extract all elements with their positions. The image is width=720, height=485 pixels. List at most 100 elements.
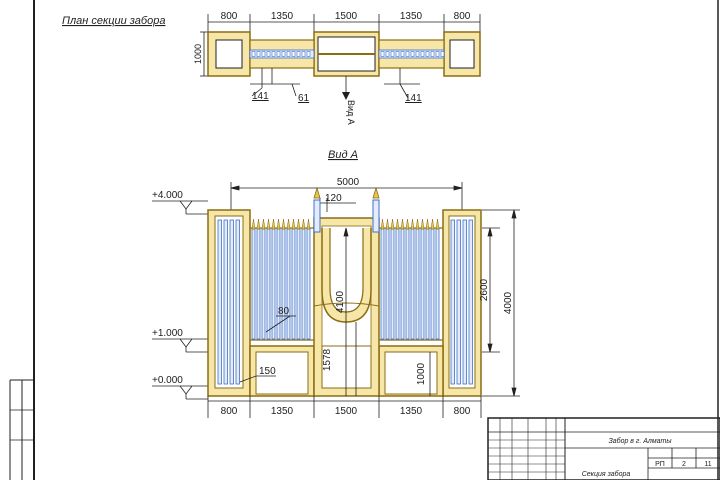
fence-bar bbox=[296, 228, 301, 340]
pillar-bar bbox=[235, 219, 240, 385]
right-pillar bbox=[442, 209, 482, 397]
stamp-sheets: 11 bbox=[704, 461, 711, 468]
plan-bar bbox=[440, 51, 445, 57]
gate-height-dimension bbox=[343, 227, 357, 396]
fence-bar bbox=[306, 228, 311, 340]
plan-dim-1: 800 bbox=[221, 11, 238, 22]
level-ground: +0.000 bbox=[152, 375, 183, 386]
fence-bar bbox=[286, 228, 291, 340]
fence-spike bbox=[251, 218, 256, 230]
plan-bar bbox=[415, 51, 420, 57]
plan-callout-labels: 141 61 141 bbox=[252, 91, 422, 104]
view-dim-bottom-2: 1350 bbox=[271, 406, 294, 417]
fence-bar bbox=[405, 228, 410, 340]
view-dim-overall: 5000 bbox=[337, 177, 360, 188]
plan-bar bbox=[430, 51, 435, 57]
plan-bar bbox=[286, 51, 291, 57]
view-level-labels: +4.000 +1.000 +0.000 bbox=[152, 190, 183, 386]
fence-spike bbox=[380, 218, 385, 230]
plan-bar bbox=[276, 51, 281, 57]
plan-dim-left-outer: 1000 bbox=[193, 44, 203, 64]
fence-spike bbox=[296, 218, 301, 230]
fence-spike bbox=[281, 218, 286, 230]
plan-bar-marks bbox=[251, 51, 445, 57]
plan-callout-3: 141 bbox=[405, 93, 422, 104]
fence-spike bbox=[435, 218, 440, 230]
view-dim-low-wall: 1000 bbox=[416, 362, 427, 385]
view-title: Вид А bbox=[328, 149, 358, 161]
view-dim-gate-height: 4100 bbox=[335, 290, 346, 313]
fence-bar bbox=[266, 228, 271, 340]
plan-dim-3: 1500 bbox=[335, 11, 358, 22]
view-bottom-dim-labels: 800 1350 1500 1350 800 bbox=[221, 406, 471, 417]
fence-spike bbox=[385, 218, 390, 230]
fence-bar bbox=[380, 228, 385, 340]
fence-spike bbox=[306, 218, 311, 230]
plan-bar bbox=[266, 51, 271, 57]
stamp-project: Забор в г. Алматы bbox=[608, 437, 672, 445]
fence-spike bbox=[291, 218, 296, 230]
plan-bar bbox=[291, 51, 296, 57]
fence-spike bbox=[301, 218, 306, 230]
view-dim-bottom-5: 800 bbox=[454, 406, 471, 417]
view-dim-bottom-4: 1350 bbox=[400, 406, 423, 417]
plan-section-label: Вид А bbox=[346, 100, 356, 125]
plan-bar bbox=[410, 51, 415, 57]
pillar-bar bbox=[450, 219, 455, 385]
fence-spike bbox=[271, 218, 276, 230]
fence-bar bbox=[435, 228, 440, 340]
plan-bar bbox=[256, 51, 261, 57]
plan-bar bbox=[281, 51, 286, 57]
fence-bar bbox=[301, 228, 306, 340]
fence-spike bbox=[276, 218, 281, 230]
view-dimension-right bbox=[482, 209, 520, 397]
fence-bar bbox=[390, 228, 395, 340]
plan-bar bbox=[400, 51, 405, 57]
pillar-bar bbox=[217, 219, 222, 385]
fence-bar bbox=[420, 228, 425, 340]
plan-bar bbox=[420, 51, 425, 57]
plan-bar bbox=[251, 51, 256, 57]
fence-spike bbox=[400, 218, 405, 230]
fence-spike bbox=[420, 218, 425, 230]
pillar-bar bbox=[462, 219, 467, 385]
gate-finials bbox=[313, 186, 380, 233]
plan-dim-5: 800 bbox=[454, 11, 471, 22]
plan-bar bbox=[306, 51, 311, 57]
plan-title: План секции забора bbox=[62, 15, 165, 27]
pillar-bar bbox=[456, 219, 461, 385]
fence-spike bbox=[286, 218, 291, 230]
fence-spike bbox=[395, 218, 400, 230]
level-top: +4.000 bbox=[152, 190, 183, 201]
pillar-bar bbox=[223, 219, 228, 385]
fence-spike bbox=[410, 218, 415, 230]
fence-bar bbox=[271, 228, 276, 340]
plan-bar bbox=[425, 51, 430, 57]
view-dim-bar-pitch: 80 bbox=[278, 306, 290, 317]
fence-spike bbox=[266, 218, 271, 230]
fence-spike bbox=[405, 218, 410, 230]
fence-bar bbox=[395, 228, 400, 340]
section-arrow-icon bbox=[342, 92, 350, 100]
central-gate bbox=[313, 217, 380, 397]
plan-callout-1: 141 bbox=[252, 91, 269, 102]
fence-spike bbox=[430, 218, 435, 230]
fence-spike bbox=[415, 218, 420, 230]
view-level-markers bbox=[152, 200, 208, 400]
view-dim-bar-spacing: 120 bbox=[325, 193, 342, 204]
pillar-bar bbox=[229, 219, 234, 385]
plan-bar bbox=[390, 51, 395, 57]
left-pillar bbox=[207, 209, 251, 397]
view-dim-base-wall: 150 bbox=[259, 366, 276, 377]
fence-spike-marks bbox=[251, 218, 440, 230]
fence-spike bbox=[390, 218, 395, 230]
level-middle: +1.000 bbox=[152, 328, 183, 339]
plan-bar bbox=[271, 51, 276, 57]
fence-bar bbox=[430, 228, 435, 340]
fence-bar bbox=[251, 228, 256, 340]
plan-bar bbox=[435, 51, 440, 57]
plan-callout-2: 61 bbox=[298, 93, 310, 104]
stamp-stage: РП bbox=[655, 461, 665, 468]
